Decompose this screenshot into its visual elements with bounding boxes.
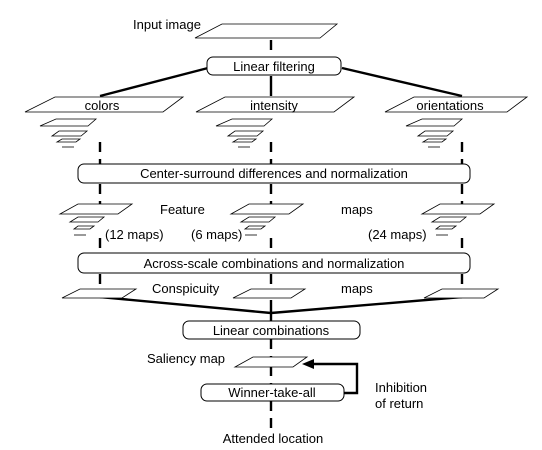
input-image-label: Input image [133,17,201,32]
saliency-map-plane [233,356,309,368]
conspicuity-maps-label: maps [341,281,373,296]
process-boxes: Linear filtering Center-surround differe… [77,56,471,402]
feature-mid-level-2 [239,216,277,223]
connector-filter-to-orientations [341,66,463,98]
saliency-map-label: Saliency map [147,351,225,366]
feature-right-level-2 [430,216,468,223]
feature-right-level-1 [420,203,496,215]
conspicuity-map-colors [61,288,138,299]
feature-mid-level-1 [229,203,305,215]
colors-pyramid-level-1 [39,118,98,127]
maps-6-label: (6 maps) [191,227,242,242]
intensity-pyramid-level-2 [226,130,265,137]
conspicuity-map-orientations [423,288,500,299]
inhibition-feedback-path [312,362,359,395]
attended-location-label: Attended location [223,431,323,446]
winner-take-all-box: Winner-take-all [200,383,345,402]
feature-maps-right [420,203,496,236]
feature-mid-level-3 [243,225,267,230]
orientations-pyramid-level-1 [405,118,464,127]
orientations-label: orientations [416,98,484,113]
intensity-pyramid [215,118,274,148]
map-planes [24,23,529,368]
intensity-pyramid-level-3 [231,138,258,143]
linear-filtering-label: Linear filtering [233,59,315,74]
orientations-map-plane [384,96,529,113]
labels: Input image colors intensity orientation… [85,17,484,446]
across-scale-box: Across-scale combinations and normalizat… [77,252,471,274]
linear-filtering-box: Linear filtering [206,56,342,76]
linear-combinations-label: Linear combinations [213,323,330,338]
feature-maps-label: maps [341,202,373,217]
feature-label: Feature [160,202,205,217]
connector-consp-left-to-combo [99,295,272,315]
colors-pyramid [39,118,98,148]
intensity-label: intensity [250,98,298,113]
conspicuity-map-intensity [232,288,307,299]
center-surround-label: Center-surround differences and normaliz… [140,166,408,181]
feature-left-level-2 [68,216,106,223]
conspicuity-label: Conspicuity [152,281,220,296]
colors-map-plane [24,96,185,113]
intensity-pyramid-level-1 [215,118,274,127]
colors-pyramid-level-3 [55,138,82,143]
across-scale-label: Across-scale combinations and normalizat… [144,256,405,271]
maps-24-label: (24 maps) [368,227,427,242]
colors-pyramid-level-2 [50,130,89,137]
intensity-map-plane [195,96,356,113]
center-surround-box: Center-surround differences and normaliz… [77,163,471,184]
feature-right-level-3 [434,225,458,230]
connector-filter-to-colors [99,66,209,98]
orientations-pyramid [405,118,464,148]
linear-combinations-box: Linear combinations [182,320,361,340]
feature-maps-left [58,203,134,236]
inhibition-arrowhead [302,359,314,369]
connector-consp-right-to-combo [270,295,463,315]
feature-left-level-1 [58,203,134,215]
inhibition-label-line2: of return [375,396,423,411]
colors-label: colors [85,98,120,113]
winner-take-all-label: Winner-take-all [228,385,316,400]
input-image-plane [194,23,339,39]
feature-maps-mid [229,203,305,236]
orientations-pyramid-level-3 [421,138,448,143]
maps-12-label: (12 maps) [105,227,164,242]
connectors [98,40,464,430]
feature-left-level-3 [72,225,96,230]
orientations-pyramid-level-2 [416,130,455,137]
inhibition-label-line1: Inhibition [375,380,427,395]
